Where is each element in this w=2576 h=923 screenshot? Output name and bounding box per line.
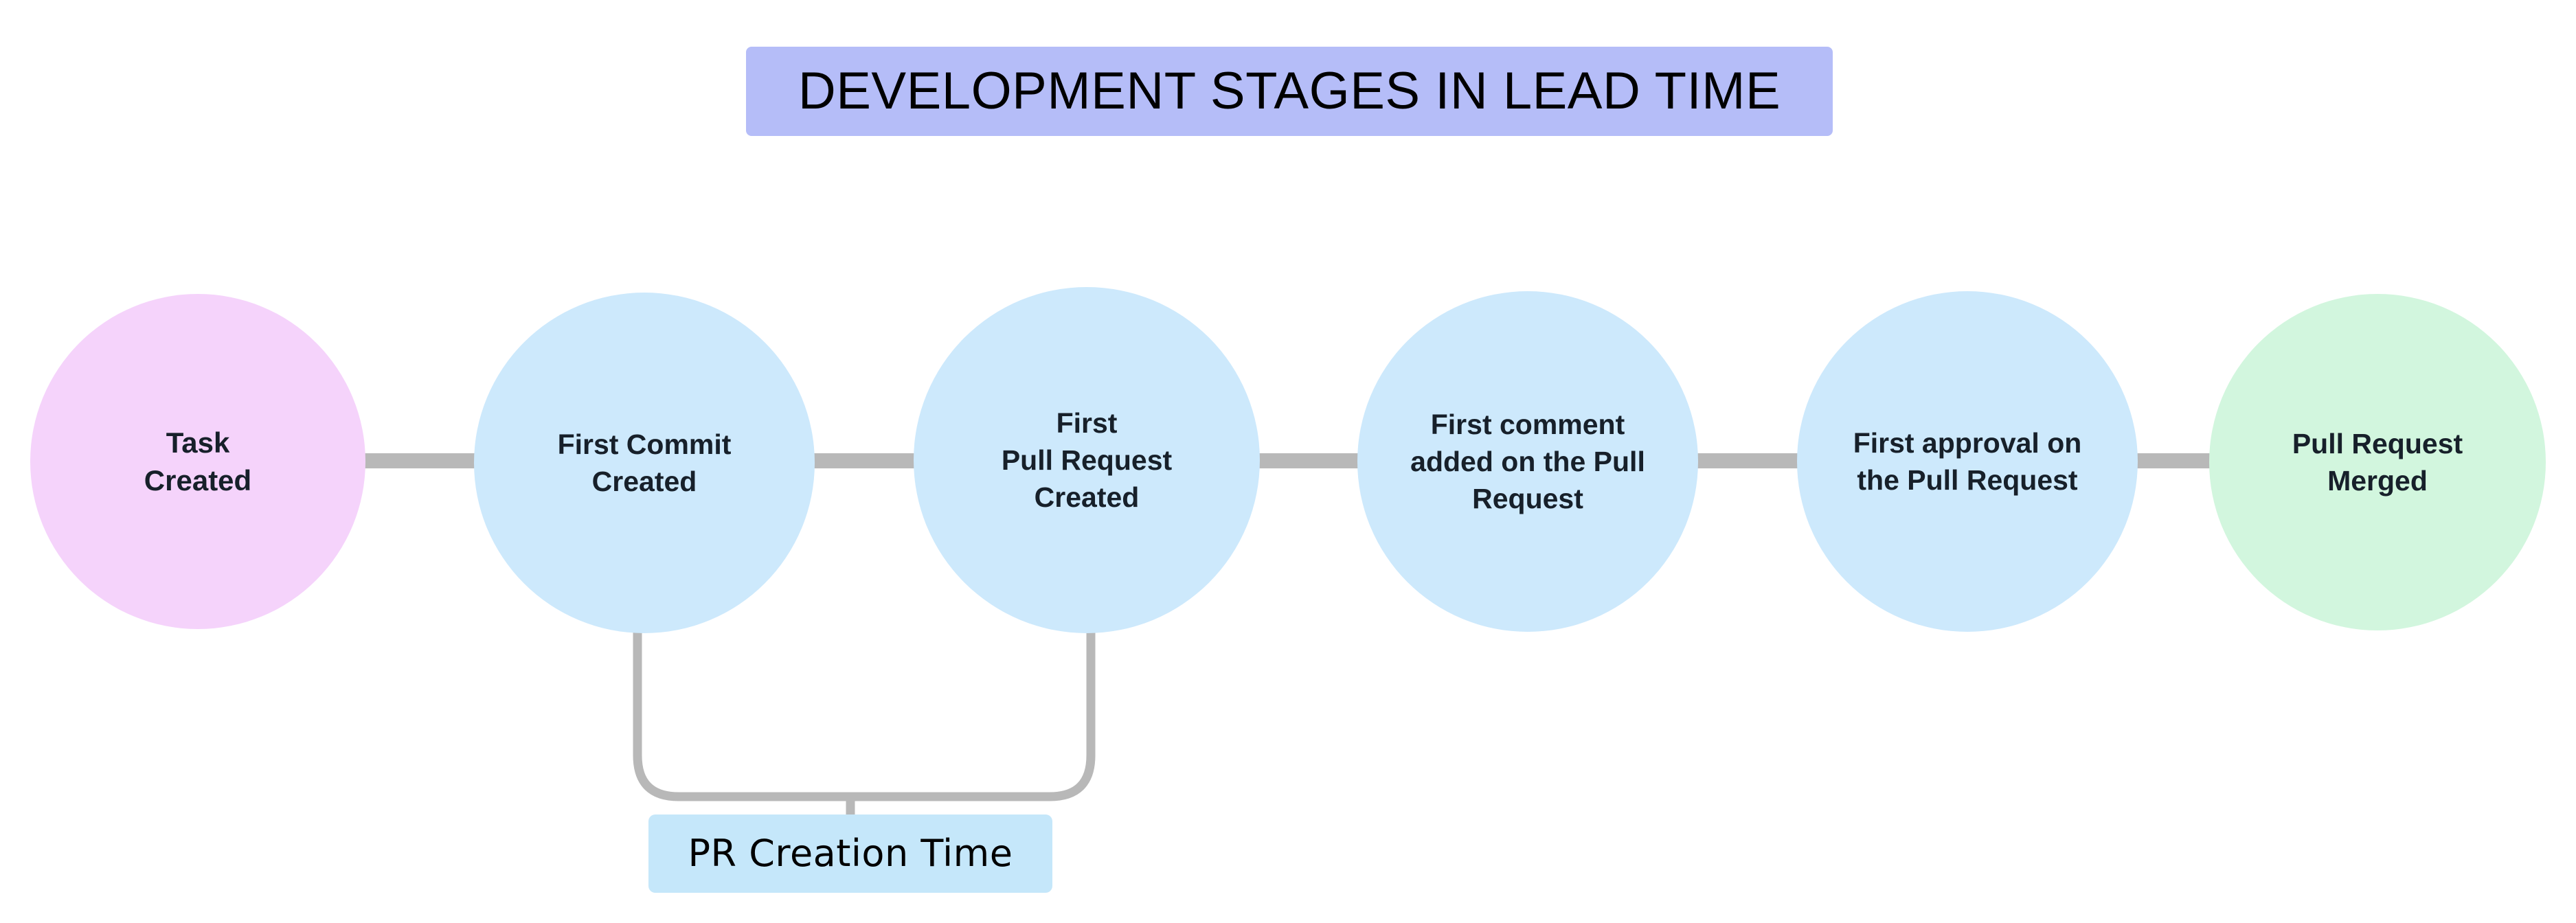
node-first-approval-on-pull-request-label: First approval on the Pull Request <box>1853 426 2082 496</box>
node-task-created-label: Task Created <box>144 426 252 497</box>
node-first-pull-request-created[interactable]: First Pull Request Created <box>914 287 1260 633</box>
diagram-title-text: DEVELOPMENT STAGES IN LEAD TIME <box>798 62 1781 120</box>
edge-task-created-to-first-commit <box>360 453 485 468</box>
node-first-pull-request-created-label: First Pull Request Created <box>1001 407 1173 514</box>
node-task-created[interactable]: Task Created <box>30 294 365 629</box>
node-first-comment-on-pull-request[interactable]: First comment added on the Pull Request <box>1357 291 1698 632</box>
node-first-approval-on-pull-request[interactable]: First approval on the Pull Request <box>1797 291 2138 632</box>
annotation-pr-creation-time-label: PR Creation Time <box>688 832 1013 875</box>
node-pull-request-merged[interactable]: Pull Request Merged <box>2209 294 2546 630</box>
node-first-commit-created-label: First Commit Created <box>557 428 732 497</box>
node-first-commit-created[interactable]: First Commit Created <box>474 293 815 633</box>
annotation-pr-creation-time[interactable]: PR Creation Time <box>648 814 1052 893</box>
diagram-title-box: DEVELOPMENT STAGES IN LEAD TIME <box>746 47 1833 136</box>
edge-first-pr-to-first-comment <box>1249 453 1368 468</box>
edge-first-commit-to-first-pr <box>804 453 925 468</box>
edge-first-approval-to-pr-merged <box>2127 453 2220 468</box>
edge-first-comment-to-first-approval <box>1687 453 1808 468</box>
bracket-pr-creation-time <box>633 626 1096 801</box>
node-first-comment-on-pull-request-label: First comment added on the Pull Request <box>1410 408 1645 515</box>
node-pull-request-merged-label: Pull Request Merged <box>2292 427 2463 497</box>
